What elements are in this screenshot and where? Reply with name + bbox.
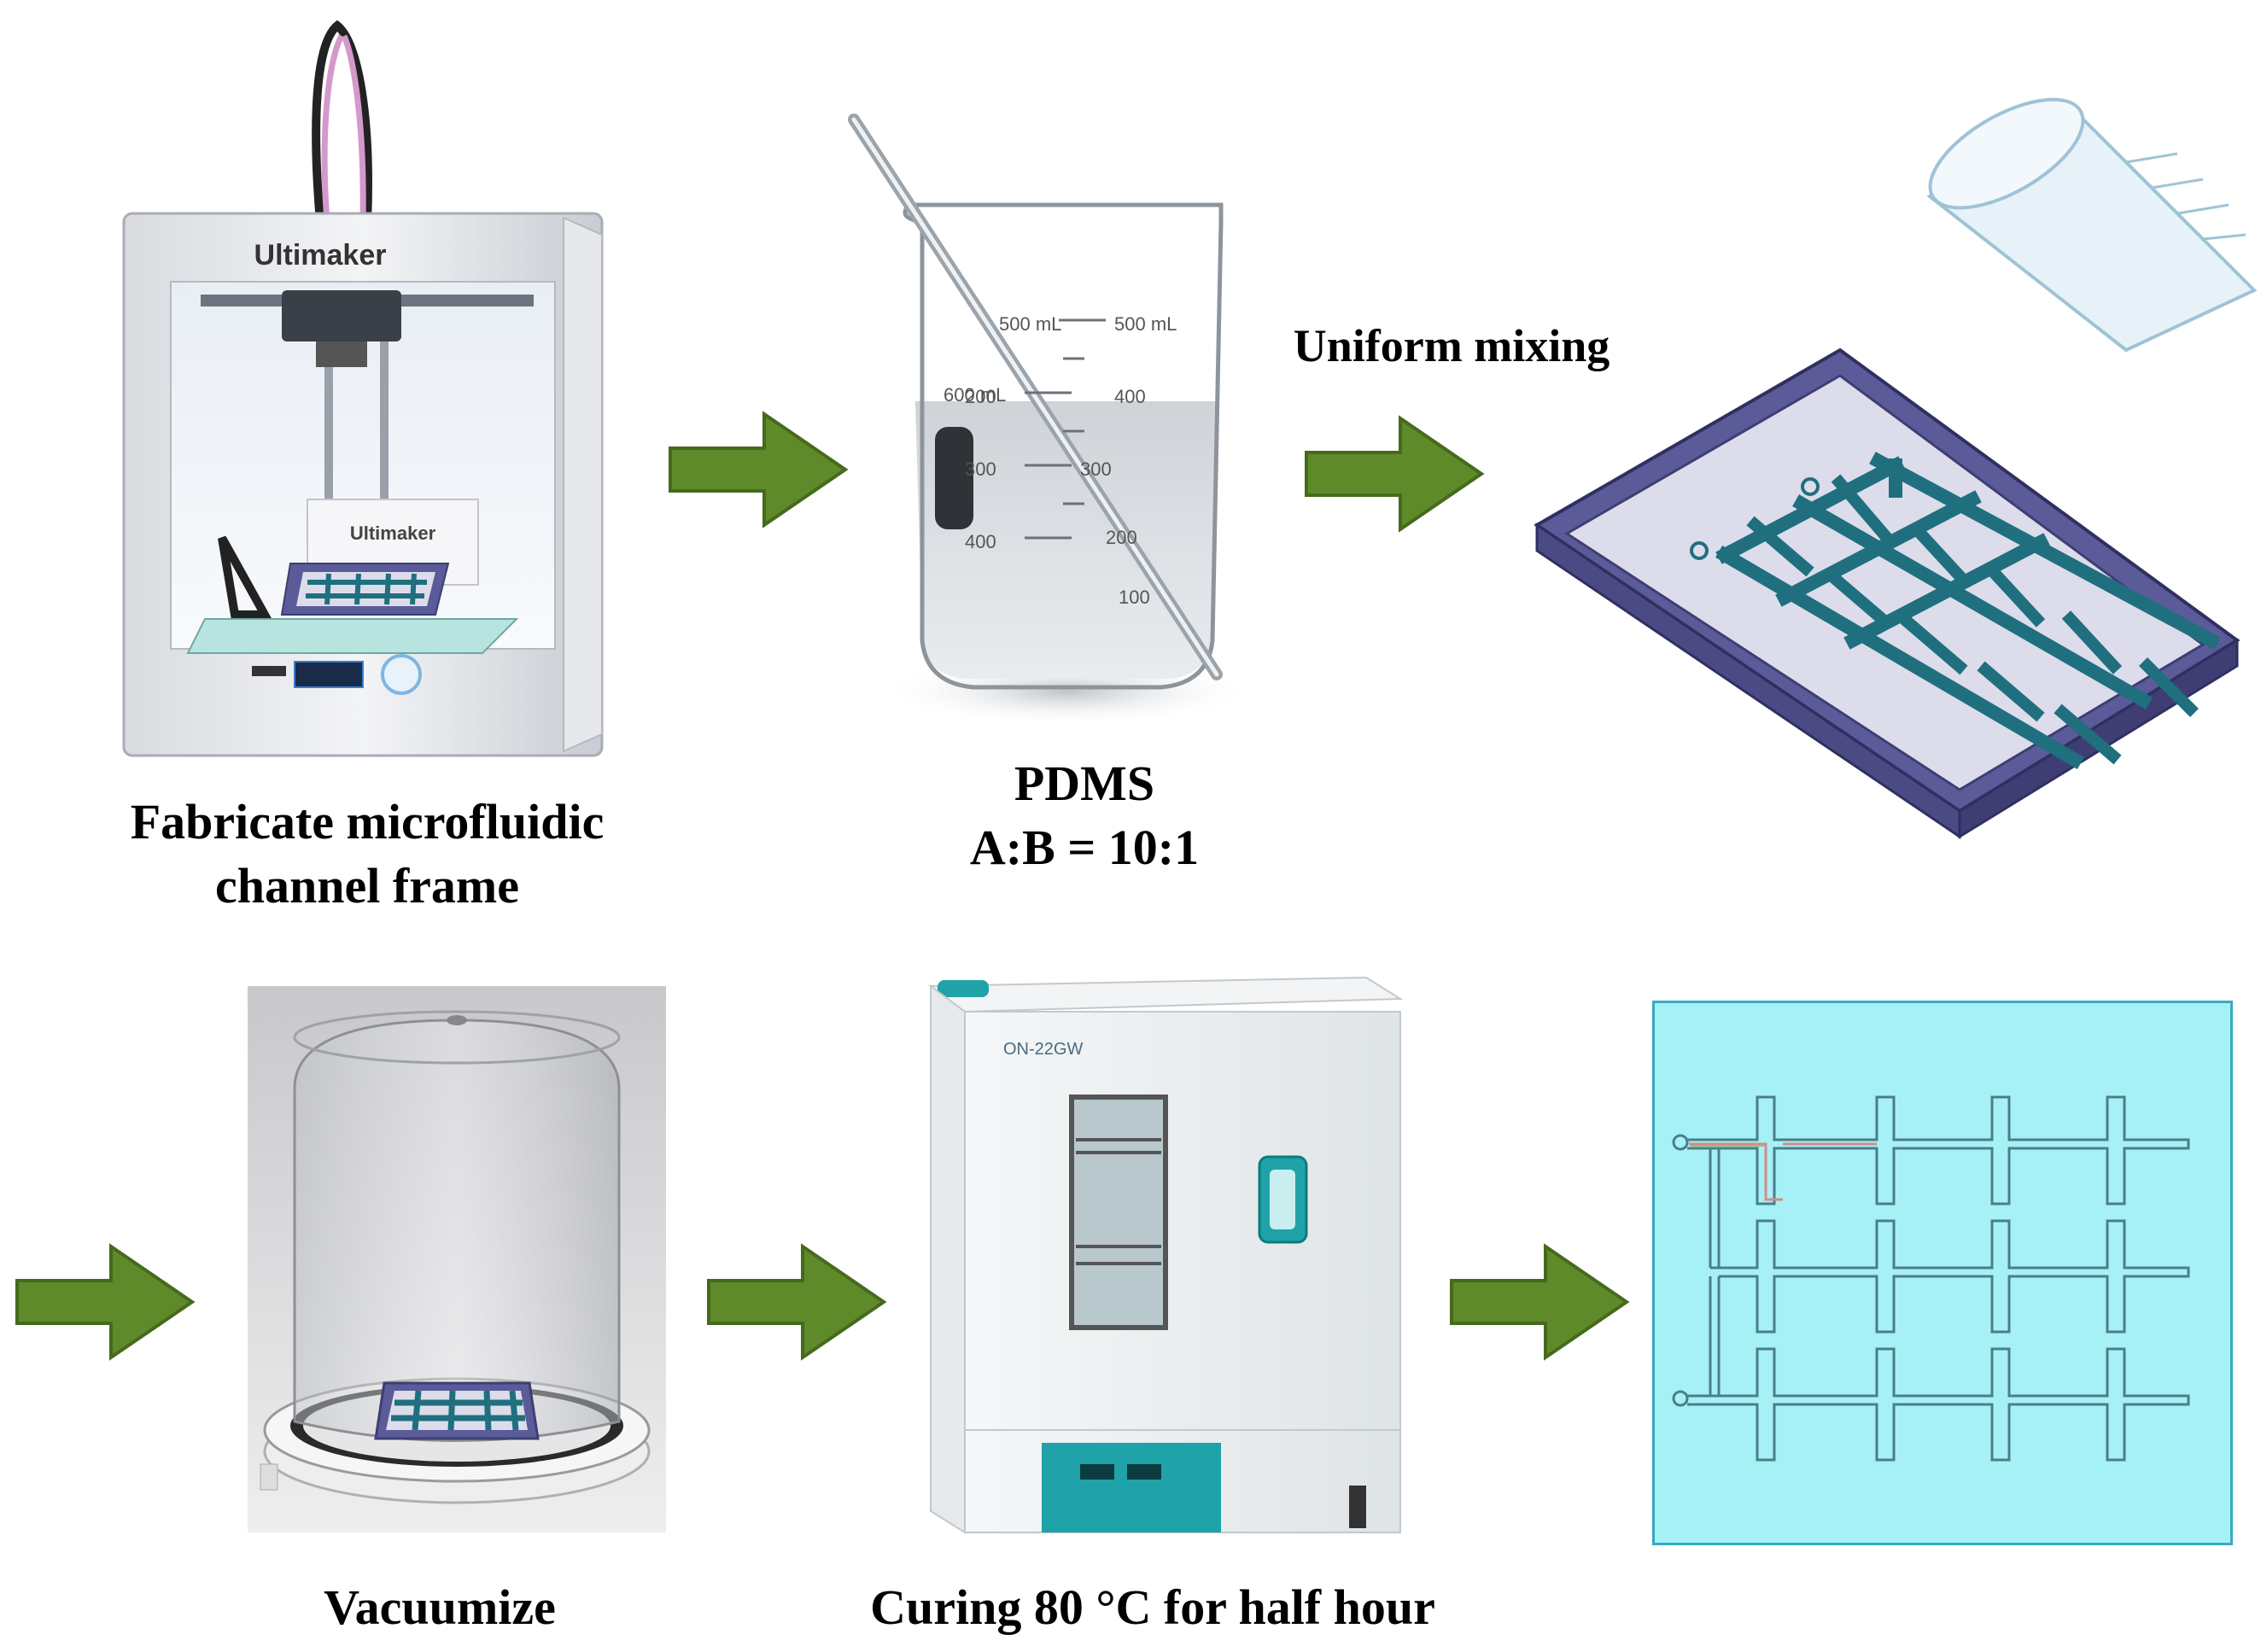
printer-label-line2: channel frame [215,858,519,914]
printer-label: Fabricate microfluidic channel frame [77,790,657,919]
beaker-right-mark-4: 200 [1106,527,1137,548]
printer-label-line1: Fabricate microfluidic [130,794,605,849]
oven-model: ON-22GW [1003,1040,1083,1059]
pouring-beaker-icon [1926,97,2258,353]
microfluidic-chip-icon [1672,1095,2190,1462]
beaker-mark-top: 600 mL [944,384,1006,406]
pdms-beaker-image: 600 mL 500 mL 200 300 400 500 mL 400 300… [848,114,1264,734]
vacuum-chamber-image [248,986,666,1532]
pdms-label-line1: PDMS [1014,756,1155,811]
beaker-right-mark-3: 300 [1080,458,1112,480]
printer-brand: Ultimaker [254,239,387,271]
mixing-label: Uniform mixing [1293,320,1610,371]
pdms-label: PDMS A:B = 10:1 [879,751,1289,880]
oven-image: ON-22GW [888,965,1417,1545]
beaker-left-mark-1: 500 mL [999,313,1061,335]
arrow-curing-to-chip [1450,1243,1630,1361]
printer-image: Ultimaker Ultimaker [122,17,611,760]
beaker-left-mark-2: 200 [965,386,996,407]
beaker-left-mark-3: 300 [965,458,996,480]
beaker-right-mark-2: 400 [1114,386,1146,407]
arrow-to-vacuum [15,1243,196,1361]
beaker-right-mark-1: 500 mL [1114,313,1177,335]
arrow-pdms-to-mixing [1305,415,1485,533]
curing-label: Curing 80 °C for half hour [870,1579,1435,1635]
beaker-right-mark-5: 100 [1119,587,1150,608]
printer-back-brand: Ultimaker [350,522,436,544]
3d-printer-icon: Ultimaker Ultimaker [122,20,604,757]
arrow-vacuum-to-curing [707,1243,887,1361]
oven-icon: ON-22GW [928,976,1404,1534]
pdms-label-line2: A:B = 10:1 [969,820,1200,876]
mold-tray-image [1528,94,2258,839]
vacuum-chamber-icon [248,986,666,1532]
beaker-left-mark-4: 400 [965,531,996,552]
mold-tray-icon [1534,97,2258,839]
microfluidic-chip-image [1652,1001,2233,1545]
beaker-icon: 600 mL 500 mL 200 300 400 500 mL 400 300… [848,114,1255,726]
vacuum-label: Vacuumize [324,1579,556,1635]
arrow-printer-to-pdms [669,411,849,528]
